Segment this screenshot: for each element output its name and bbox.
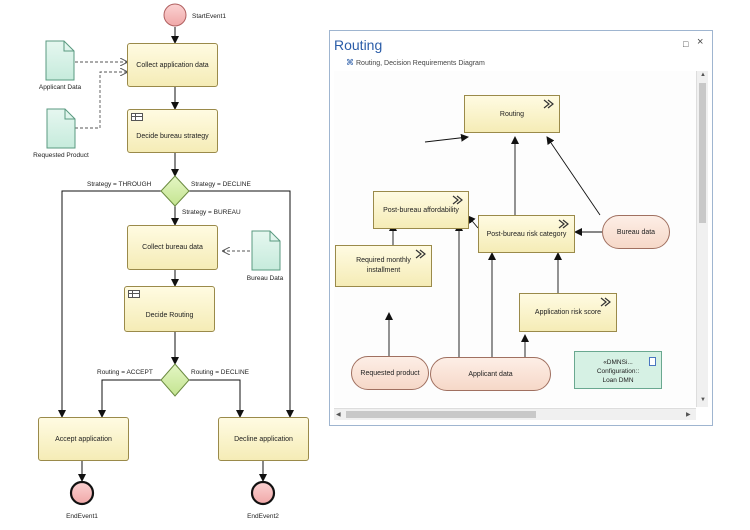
routing-gateway[interactable] — [160, 363, 190, 397]
end-event-1[interactable] — [69, 480, 95, 506]
decide-routing-task[interactable]: Decide Routing — [124, 286, 215, 332]
dmn-configuration-note[interactable]: «DMNSi... Configuration:: Loan DMN — [574, 351, 662, 389]
decision-risk-category[interactable]: Post-bureau risk category — [478, 215, 575, 253]
routing-window[interactable]: Routing □ × ⌘Routing, Decision Requireme… — [329, 30, 713, 426]
business-rule-icon — [128, 290, 140, 298]
business-rule-icon — [131, 113, 143, 121]
scroll-left-icon[interactable]: ◀ — [336, 412, 341, 418]
start-event-label: StartEvent1 — [192, 13, 226, 20]
close-button[interactable]: × — [697, 36, 704, 48]
condition-bureau: Strategy = BUREAU — [182, 209, 241, 216]
diagram-icon: ⌘ — [346, 58, 354, 67]
input-bureau-data[interactable]: Bureau data — [602, 215, 670, 249]
condition-decline-strategy: Strategy = DECLINE — [191, 181, 251, 188]
scroll-down-icon[interactable]: ▼ — [700, 397, 706, 403]
decide-bureau-task[interactable]: Decide bureau strategy — [127, 109, 218, 153]
requested-product-data-object[interactable] — [46, 108, 76, 149]
horizontal-scroll-thumb[interactable] — [346, 411, 536, 418]
knowledge-icon — [600, 297, 611, 307]
condition-accept: Routing = ACCEPT — [97, 369, 153, 376]
decision-risk-score[interactable]: Application risk score — [519, 293, 617, 332]
decline-application-task[interactable]: Decline application — [218, 417, 309, 461]
knowledge-icon — [415, 249, 426, 259]
start-event[interactable] — [163, 3, 187, 27]
scroll-right-icon[interactable]: ▶ — [686, 412, 691, 418]
knowledge-icon — [452, 195, 463, 205]
applicant-data-label: Applicant Data — [38, 84, 82, 91]
diagram-canvas[interactable]: Routing Post-bureau affordability Post-b… — [334, 71, 696, 407]
input-applicant-data[interactable]: Applicant data — [430, 357, 551, 391]
document-icon — [649, 357, 656, 366]
task-label: Collect application data — [136, 61, 209, 69]
window-title: Routing — [334, 37, 383, 53]
end-event-2[interactable] — [250, 480, 276, 506]
bureau-data-label: Bureau Data — [246, 275, 284, 282]
knowledge-icon — [543, 99, 554, 109]
collect-bureau-task[interactable]: Collect bureau data — [127, 225, 218, 270]
requested-product-label: Requested Product — [33, 152, 89, 159]
horizontal-scrollbar[interactable]: ◀ ▶ — [334, 408, 696, 420]
bureau-data-object[interactable] — [251, 230, 281, 271]
scroll-up-icon[interactable]: ▲ — [700, 72, 706, 78]
maximize-button[interactable]: □ — [683, 39, 689, 49]
condition-through: Strategy = THROUGH — [87, 181, 152, 188]
accept-application-task[interactable]: Accept application — [38, 417, 129, 461]
task-label: Decide bureau strategy — [136, 133, 209, 140]
task-label: Collect bureau data — [142, 244, 203, 251]
decision-monthly-installment[interactable]: Required monthly installment — [335, 245, 432, 287]
end-event-2-label: EndEvent2 — [247, 513, 279, 520]
strategy-gateway[interactable] — [160, 175, 190, 207]
input-requested-product[interactable]: Requested product — [351, 356, 429, 390]
condition-decline-routing: Routing = DECLINE — [191, 369, 249, 376]
task-label: Decide Routing — [145, 312, 194, 319]
task-label: Accept application — [55, 435, 112, 443]
dmn-connectors — [385, 133, 602, 357]
vertical-scroll-thumb[interactable] — [699, 83, 706, 223]
task-label: Decline application — [234, 435, 293, 443]
bpmn-diagram — [45, 3, 294, 506]
knowledge-icon — [558, 219, 569, 229]
decision-routing[interactable]: Routing — [464, 95, 560, 133]
collect-application-task[interactable]: Collect application data — [127, 43, 218, 87]
decision-affordability[interactable]: Post-bureau affordability — [373, 191, 469, 229]
diagram-subtitle: ⌘Routing, Decision Requirements Diagram — [346, 58, 485, 67]
vertical-scrollbar[interactable]: ▲ ▼ — [696, 71, 708, 407]
applicant-data-object[interactable] — [45, 40, 75, 81]
end-event-1-label: EndEvent1 — [66, 513, 98, 520]
